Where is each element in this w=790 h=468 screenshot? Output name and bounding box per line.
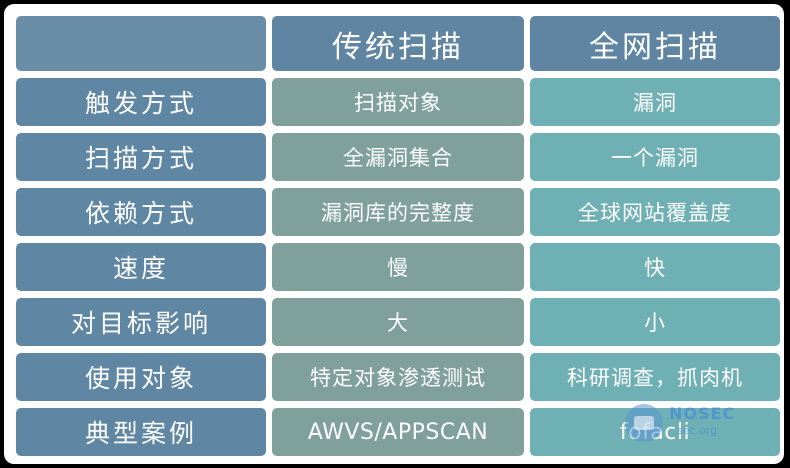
nosec-logo-icon (625, 404, 663, 442)
cell-full-target-impact: 小 (530, 298, 780, 346)
cell-traditional-target-impact: 大 (272, 298, 524, 346)
cell-full-users: 科研调查，抓肉机 (530, 353, 780, 401)
cell-traditional-typical-case: AWVS/APPSCAN (272, 408, 524, 456)
comparison-table: 传统扫描 全网扫描 触发方式 扫描对象 漏洞 扫描方式 全漏洞集合 一个漏洞 依… (16, 16, 780, 456)
cell-full-trigger-method: 漏洞 (530, 78, 780, 126)
cell-traditional-dependency: 漏洞库的完整度 (272, 188, 524, 236)
table-card: 传统扫描 全网扫描 触发方式 扫描对象 漏洞 扫描方式 全漏洞集合 一个漏洞 依… (4, 4, 784, 464)
header-traditional-scan: 传统扫描 (272, 16, 524, 71)
cell-full-scan-method: 一个漏洞 (530, 133, 780, 181)
row-label-speed: 速度 (16, 243, 266, 291)
row-label-scan-method: 扫描方式 (16, 133, 266, 181)
row-label-trigger-method: 触发方式 (16, 78, 266, 126)
row-label-users: 使用对象 (16, 353, 266, 401)
cell-traditional-trigger-method: 扫描对象 (272, 78, 524, 126)
cell-traditional-scan-method: 全漏洞集合 (272, 133, 524, 181)
header-corner (16, 16, 266, 71)
cell-full-dependency: 全球网站覆盖度 (530, 188, 780, 236)
row-label-typical-case: 典型案例 (16, 408, 266, 456)
row-label-target-impact: 对目标影响 (16, 298, 266, 346)
cell-full-speed: 快 (530, 243, 780, 291)
cell-traditional-users: 特定对象渗透测试 (272, 353, 524, 401)
nosec-watermark: NOSEC sec.org (625, 402, 745, 444)
cell-traditional-speed: 慢 (272, 243, 524, 291)
watermark-name: NOSEC (669, 404, 736, 423)
row-label-dependency: 依赖方式 (16, 188, 266, 236)
header-full-network-scan: 全网扫描 (530, 16, 780, 71)
watermark-domain: sec.org (677, 424, 718, 437)
